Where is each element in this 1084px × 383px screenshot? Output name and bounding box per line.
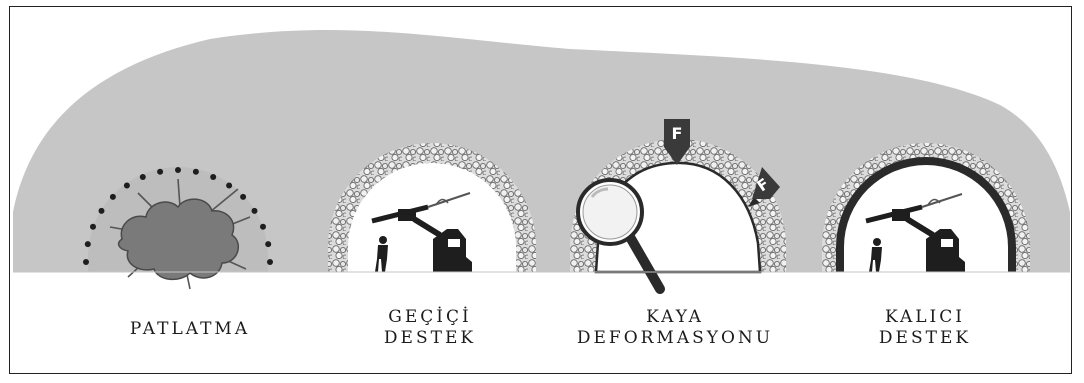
temporary-support-stage [328,143,536,272]
force-label: F [672,124,683,143]
blast-hole-dot [139,174,146,180]
blast-hole-dot [226,182,233,189]
worker-icon [375,236,388,272]
blast-hole-dot [83,259,89,265]
blast-hole-dot [260,223,266,230]
ground-mass [13,30,1070,272]
blast-hole-dot [251,207,258,214]
blast-hole-dot [98,207,105,214]
blast-hole-dot [265,241,272,248]
stage-label-rock-deformation: KAYA DEFORMASYONU [576,307,774,348]
blast-hole-dot [123,182,130,189]
magnifier-icon [576,178,665,294]
drill-rig-icon [865,193,965,272]
tunnel-excavation-diagram: F F [13,30,1070,294]
permanent-support-stage [822,143,1030,272]
stage-label-blast: PATLATMA [129,319,251,339]
drill-rig-icon [371,192,472,272]
blast-stage [83,167,273,290]
explosion-icon [109,178,251,290]
blast-hole-dot [157,168,164,175]
stage-label-temporary-support: GEÇİÇİ DESTEK [383,307,477,348]
force-arrow-top: F [664,119,690,165]
blast-hole-dot [90,223,96,230]
blast-hole-dots [83,167,273,265]
blast-hole-dot [192,168,199,175]
blast-hole-dot [84,241,91,248]
blast-hole-dot [109,193,116,200]
blast-hole-dot [240,193,247,200]
diagram-frame: F F [9,6,1072,374]
rock-deformation-stage: F F [570,119,786,294]
blast-hole-dot [175,167,181,173]
blast-hole-dot [210,174,217,180]
force-arrow-right: F [748,167,780,207]
worker-icon [869,238,882,272]
blast-hole-dot [267,259,273,265]
stage-label-permanent-support: KALICI DESTEK [878,307,972,348]
